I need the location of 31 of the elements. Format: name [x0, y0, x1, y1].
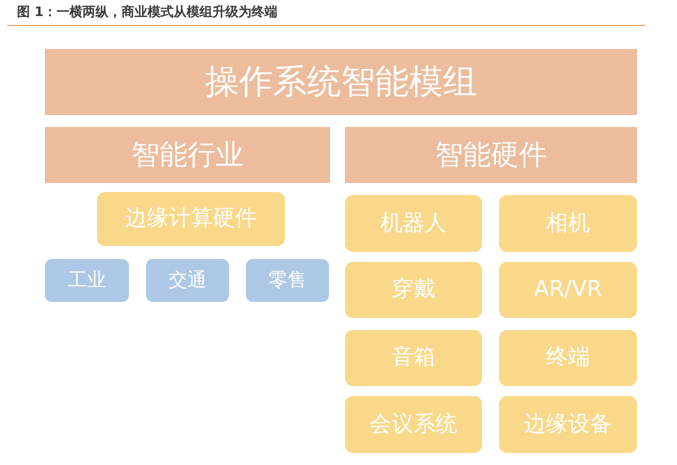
device-box [345, 195, 482, 252]
box-label: 交通 [168, 271, 206, 290]
box-label: 智能硬件 [435, 141, 547, 169]
device-box [499, 262, 637, 318]
layer-band [45, 49, 637, 115]
box-label: 工业 [68, 271, 106, 290]
box-label: 零售 [268, 271, 306, 290]
device-box [345, 330, 482, 386]
box-label: 相机 [546, 212, 590, 234]
box-label: 边缘计算硬件 [125, 208, 257, 230]
box-label: 操作系统智能模组 [205, 65, 477, 99]
industry-box [146, 259, 229, 302]
device-box [499, 396, 637, 453]
device-box [499, 195, 637, 252]
industry-box [45, 259, 129, 302]
box-label: 智能行业 [132, 141, 244, 169]
hardware-box [97, 192, 285, 246]
box-label: 边缘设备 [524, 414, 612, 436]
box-label: 机器人 [380, 212, 446, 234]
box-label: 终端 [546, 347, 590, 369]
category-band [345, 127, 637, 183]
device-box [345, 396, 482, 453]
industry-box [246, 259, 329, 302]
box-label: 会议系统 [370, 414, 458, 436]
figure-title: 图 1：一横两纵，商业模式从模组升级为终端 [17, 4, 278, 22]
device-box [499, 330, 637, 386]
device-box [345, 262, 482, 318]
category-band [45, 127, 330, 183]
box-label: AR/VR [534, 279, 602, 301]
box-label: 穿戴 [392, 279, 436, 301]
box-label: 音箱 [392, 347, 436, 369]
